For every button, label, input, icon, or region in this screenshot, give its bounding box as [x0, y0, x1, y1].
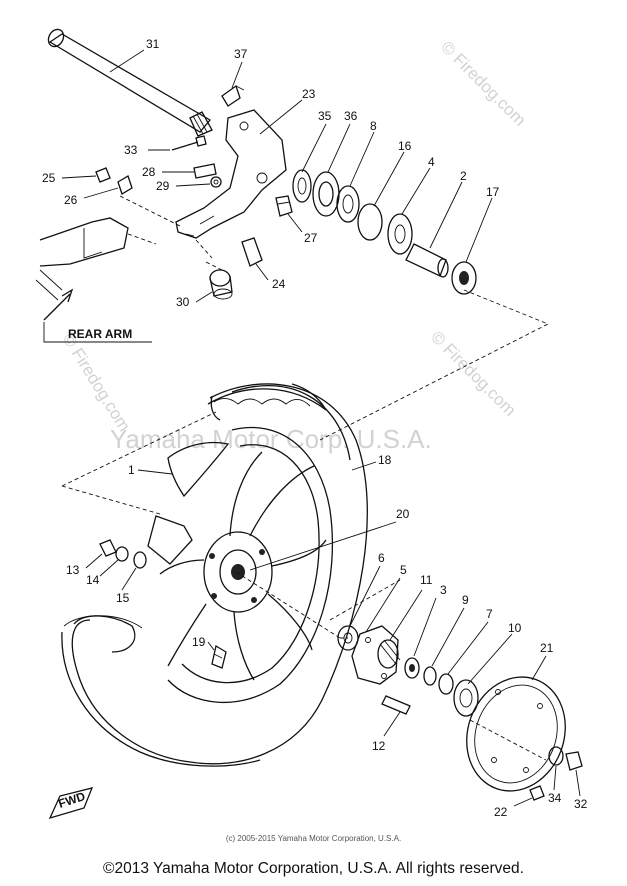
part-label-17: 17 [486, 185, 500, 199]
part-label-5: 5 [400, 563, 407, 577]
part-label-14: 14 [86, 573, 100, 587]
part-label-28: 28 [142, 165, 156, 179]
seal-36 [312, 171, 340, 217]
alignment-line-lower [61, 411, 547, 761]
spacer-2 [405, 243, 449, 278]
washer-14 [115, 546, 129, 562]
forward-label: FWD [57, 789, 88, 811]
part-label-7: 7 [486, 607, 493, 621]
rear-arm-leader [43, 322, 152, 343]
collar-35 [292, 169, 312, 203]
part-label-11: 11 [420, 573, 433, 587]
valve-19 [211, 644, 227, 669]
part-label-31: 31 [146, 37, 160, 51]
part-label-25: 25 [42, 171, 56, 185]
part-label-35: 35 [318, 109, 332, 123]
watermark-top-right: © Firedog.com [437, 37, 529, 129]
plate-10 [453, 679, 479, 717]
adjuster-24 [241, 237, 263, 267]
part-label-30: 30 [176, 295, 190, 309]
nut-13 [99, 539, 117, 557]
part-label-4: 4 [428, 155, 435, 169]
part-label-8: 8 [370, 119, 377, 133]
bearing-3 [404, 657, 420, 679]
bolt-28 [193, 163, 222, 188]
brake-plate-21 [466, 676, 566, 792]
wheel-assembly-18 [61, 383, 368, 767]
rear-arm [35, 217, 129, 321]
clip-26 [117, 175, 133, 195]
bearing-4 [387, 213, 413, 255]
footer-copyright: ©2013 Yamaha Motor Corporation, U.S.A. A… [103, 860, 524, 877]
part-label-29: 29 [156, 179, 170, 193]
part-label-20: 20 [396, 507, 410, 521]
part-label-15: 15 [116, 591, 130, 605]
bolt-12 [381, 695, 411, 715]
part-label-21: 21 [540, 641, 554, 655]
seal-9 [423, 666, 437, 686]
part-label-23: 23 [302, 87, 316, 101]
clip-37 [221, 84, 245, 107]
circlip-16 [357, 203, 383, 241]
parts-diagram: © Firedog.com © Firedog.com Yamaha Motor… [35, 28, 588, 820]
part-label-12: 12 [372, 739, 386, 753]
part-labels: 31 37 23 35 36 8 16 4 2 17 33 25 28 29 2… [42, 37, 588, 819]
sprocket-5 [351, 625, 399, 685]
part-label-9: 9 [462, 593, 469, 607]
watermark-center: Yamaha Motor Corp. U.S.A. [110, 424, 432, 454]
part-label-16: 16 [398, 139, 412, 153]
part-label-1: 1 [128, 463, 135, 477]
part-label-2: 2 [460, 169, 467, 183]
nut-25 [95, 167, 111, 183]
seal-7 [438, 673, 454, 695]
part-label-3: 3 [440, 583, 447, 597]
alignment-line-upper [119, 195, 550, 441]
part-label-27: 27 [304, 231, 318, 245]
part-label-36: 36 [344, 109, 358, 123]
part-label-13: 13 [66, 563, 80, 577]
part-label-33: 33 [124, 143, 138, 157]
bearing-8 [336, 185, 360, 223]
part-label-34: 34 [548, 791, 562, 805]
axle-31 [47, 28, 213, 137]
small-copyright: (c) 2005-2015 Yamaha Motor Corporation, … [225, 834, 402, 843]
hub-11 [377, 639, 401, 669]
seal-17 [451, 261, 477, 295]
part-label-10: 10 [508, 621, 522, 635]
nut-32 [565, 751, 583, 771]
brake-bracket-23 [175, 109, 287, 239]
part-label-19: 19 [192, 635, 206, 649]
part-label-37: 37 [234, 47, 248, 61]
bolt-22 [529, 785, 545, 801]
forward-arrow [48, 787, 94, 820]
leader-lines [61, 49, 581, 807]
watermark-left: © Firedog.com [59, 330, 134, 435]
washer-34 [548, 746, 564, 766]
washer-15 [133, 551, 147, 569]
collar-30 [209, 269, 233, 300]
part-label-6: 6 [378, 551, 385, 565]
part-label-24: 24 [272, 277, 286, 291]
part-label-18: 18 [378, 453, 392, 467]
part-label-26: 26 [64, 193, 78, 207]
rear-arm-label: REAR ARM [68, 327, 132, 341]
adjuster-27 [275, 195, 293, 217]
watermark-right: © Firedog.com [427, 327, 519, 419]
part-label-22: 22 [494, 805, 508, 819]
part-label-32: 32 [574, 797, 588, 811]
bolt-33 [171, 135, 207, 151]
